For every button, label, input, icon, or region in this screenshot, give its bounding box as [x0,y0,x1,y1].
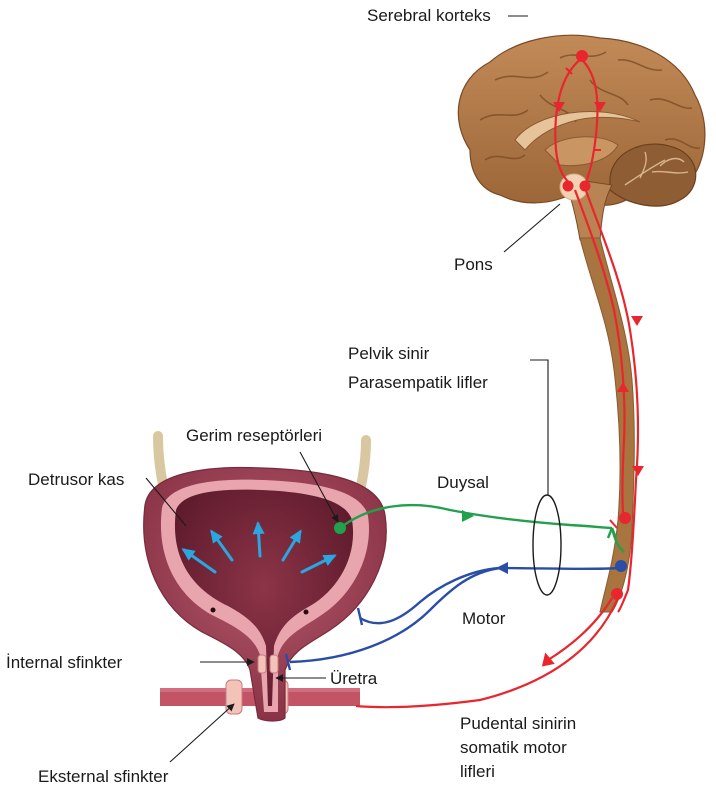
label-sensory: Duysal [437,472,489,495]
blue-node [615,560,627,572]
label-urethra: Üretra [330,668,377,691]
label-pelvic-nerve: Pelvik sinir Parasempatik lifler [348,343,488,395]
label-detrusor: Detrusor kas [28,469,124,492]
external-sphincter-leader [170,704,234,762]
green-arrowhead [462,510,474,522]
label-cortex: Serebral korteks [367,5,491,28]
blue-arrowhead [496,562,508,574]
pelvic-leader [530,360,548,495]
label-pelvic-line2: Parasempatik lifler [348,372,488,395]
label-pelvic-line1: Pelvik sinir [348,343,488,366]
label-motor: Motor [462,608,505,631]
internal-sphincter-muscle [258,655,266,673]
label-pudendal-line3: lifleri [460,760,576,784]
spinal-cord [580,238,634,612]
label-pons: Pons [454,254,493,277]
label-pudendal-line1: Pudental sinirin [460,712,576,736]
label-pudendal-line2: somatik motor [460,736,576,760]
label-pudendal: Pudental sinirin somatik motor lifleri [460,712,576,783]
label-stretch-receptors: Gerim reseptörleri [186,425,322,448]
pons-leader [504,204,560,252]
label-external-sphincter: Eksternal sfinkter [38,766,168,789]
label-internal-sphincter: İnternal sfinkter [6,652,122,675]
green-node [334,522,346,534]
pelvic-nerve-ellipse [533,495,561,595]
